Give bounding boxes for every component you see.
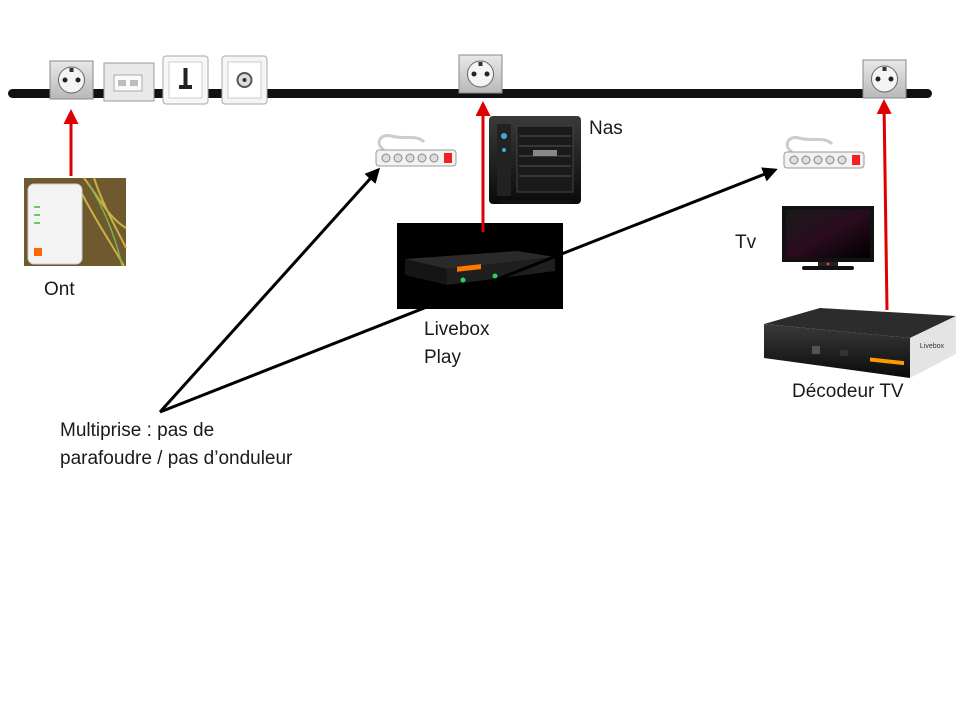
- power-link-decoder: [876, 99, 892, 311]
- label-multiprise-line2: parafoudre / pas d’onduleur: [60, 448, 293, 469]
- electrical-outlet-icon: [862, 59, 907, 99]
- decoder-icon: Livebox: [764, 308, 956, 378]
- label-multiprise-line1: Multiprise : pas de: [60, 420, 215, 441]
- coax-socket-icon: [221, 55, 268, 105]
- phone-socket-icon: [162, 55, 209, 105]
- label-livebox-line1: Livebox: [424, 319, 490, 340]
- label-nas: Nas: [589, 118, 623, 139]
- decoder-brand-text: Livebox: [920, 343, 945, 350]
- fiber-socket-icon: [103, 62, 155, 102]
- label-tv: Tv: [735, 232, 757, 253]
- label-livebox-line2: Play: [424, 347, 461, 368]
- power-strip-icon: [783, 135, 865, 169]
- electrical-outlet-icon: [49, 60, 94, 100]
- label-multiprise: Multiprise : pas de parafoudre / pas d’o…: [60, 417, 292, 473]
- electrical-outlet-icon: [458, 54, 503, 94]
- ont-box-icon: [24, 177, 127, 267]
- livebox-icon: [397, 223, 563, 309]
- label-livebox: Livebox Play: [424, 316, 490, 372]
- arrow-to-strip-middle: [158, 167, 381, 414]
- label-decoder: Décodeur TV: [792, 381, 904, 402]
- nas-icon: [489, 116, 581, 204]
- tv-icon: [782, 206, 874, 270]
- power-strip-icon: [375, 133, 457, 167]
- label-ont: Ont: [44, 279, 75, 300]
- arrow-to-strip-right: [159, 167, 778, 414]
